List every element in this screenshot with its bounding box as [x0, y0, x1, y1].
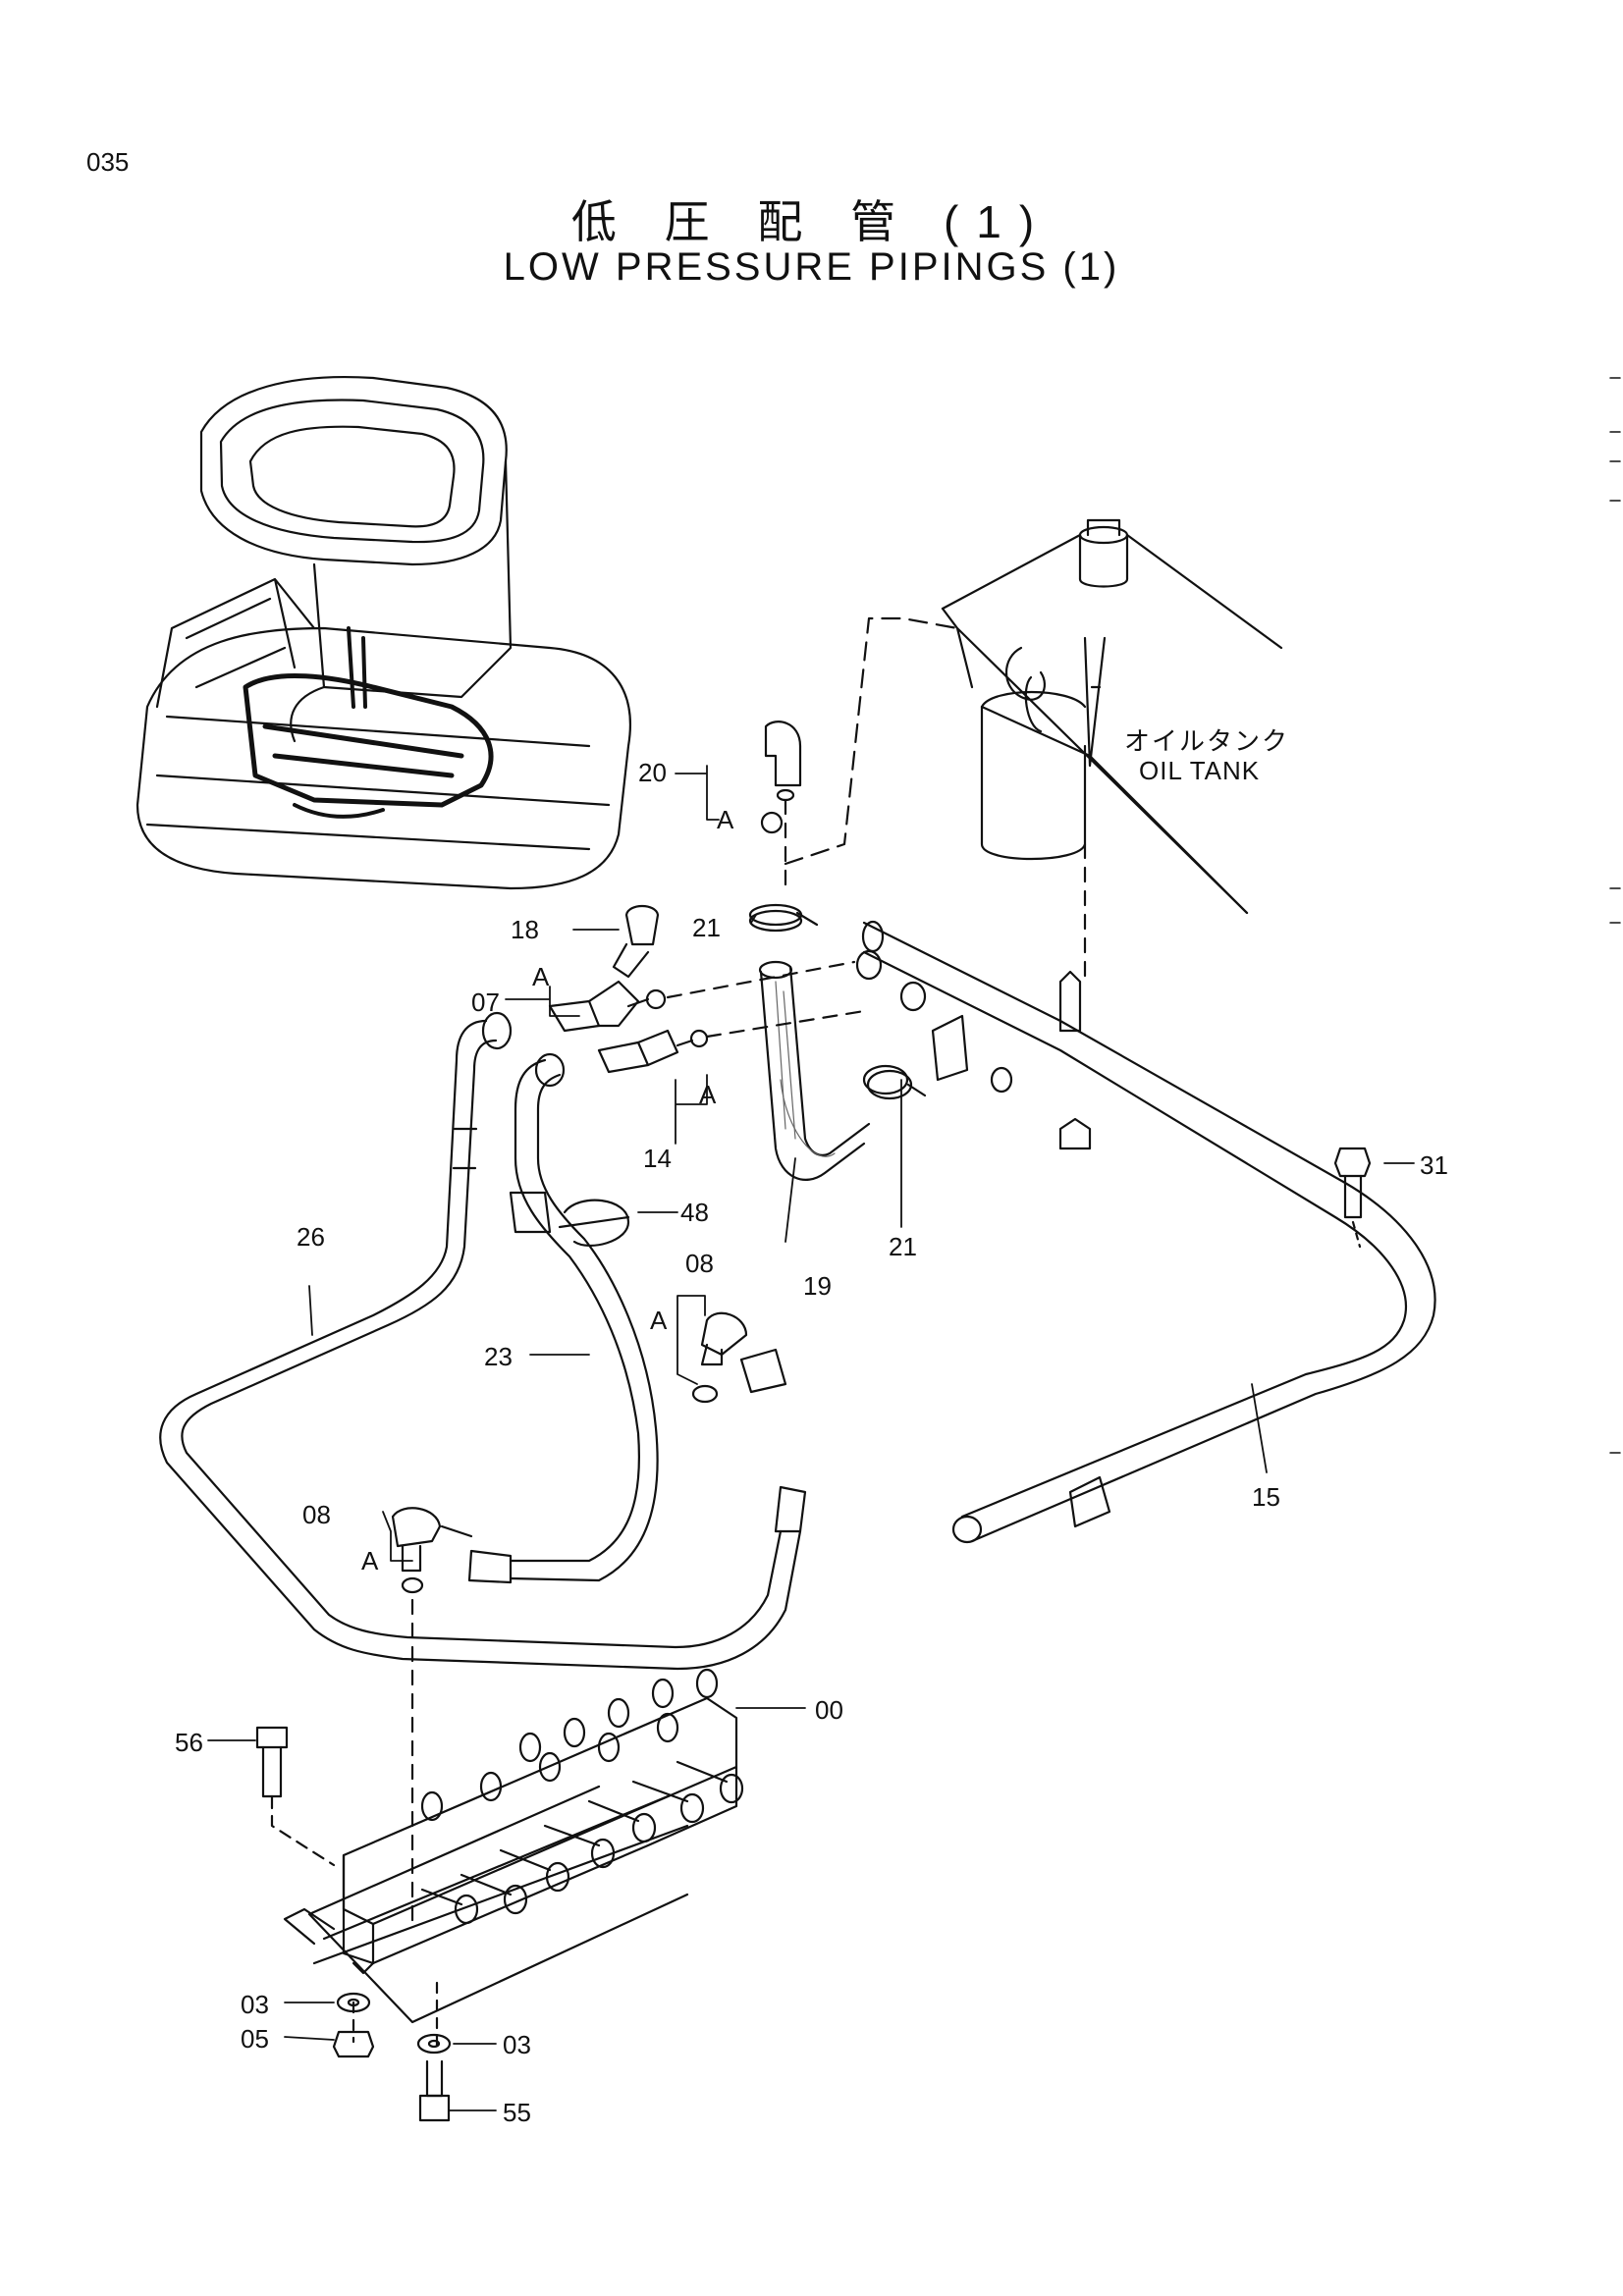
bolt-56	[257, 1728, 334, 1865]
part-number-label: 23	[484, 1342, 513, 1371]
bolt-31	[1335, 1148, 1370, 1247]
excavator-overview	[137, 377, 630, 888]
tee-fitting-07	[550, 962, 854, 1031]
part-number-label: 00	[815, 1695, 843, 1725]
part-number-label: 55	[503, 2098, 531, 2127]
ref-marker-a: A	[532, 962, 550, 991]
clamp-48	[560, 1201, 628, 1246]
oil-tank-label-japanese: オイルタンク	[1124, 726, 1290, 756]
part-number-label: 08	[685, 1249, 714, 1278]
part-number-label: 18	[511, 915, 539, 944]
hose-clamp-21-upper	[750, 905, 817, 931]
part-number-label: 21	[692, 913, 721, 942]
bolt-55	[420, 2061, 449, 2120]
ref-marker-a: A	[717, 805, 734, 834]
tee-fitting-14	[599, 1011, 864, 1072]
part-number-label: 19	[803, 1271, 832, 1301]
oil-tank	[943, 520, 1281, 982]
fitting-18	[614, 906, 658, 977]
page-title-english: LOW PRESSURE PIPINGS (1)	[503, 245, 1120, 289]
part-number-label: 26	[297, 1222, 325, 1252]
elbow-fitting-20	[762, 721, 800, 888]
page-number: 035	[86, 147, 130, 177]
part-number-label: 56	[175, 1728, 203, 1757]
hose-26	[160, 1013, 805, 1669]
elbow-fitting-08-upper	[693, 1313, 785, 1402]
nut-05	[334, 2032, 373, 2056]
ref-marker-a: A	[361, 1546, 379, 1575]
part-number-label: 21	[889, 1232, 917, 1261]
part-number-label: 14	[643, 1144, 672, 1173]
ref-marker-a: A	[699, 1080, 717, 1109]
part-number-label: 03	[241, 1990, 269, 2019]
page-edge-marks	[1610, 378, 1620, 1453]
elbow-fitting-08-lower	[393, 1508, 471, 1924]
return-pipe-15	[857, 922, 1435, 1542]
part-number-label: 07	[471, 988, 500, 1017]
dashed-leader-oil-tank	[785, 618, 957, 864]
part-number-label: 20	[638, 758, 667, 787]
part-number-label: 15	[1252, 1482, 1280, 1512]
hose-clamp-21-lower	[864, 1066, 925, 1098]
part-number-label: 03	[503, 2030, 531, 2059]
ref-marker-a: A	[650, 1306, 668, 1335]
part-number-label: 08	[302, 1500, 331, 1529]
hose-23	[469, 1054, 658, 1582]
washer-03-right	[418, 2035, 450, 2053]
oil-tank-label-english: OIL TANK	[1139, 756, 1261, 785]
spool-row	[422, 1670, 742, 1923]
part-number-label: 31	[1420, 1150, 1448, 1180]
part-number-label: 05	[241, 2024, 269, 2054]
control-valve-00	[285, 1670, 742, 2052]
suction-hose-19	[760, 962, 869, 1180]
washer-03-left	[338, 1994, 369, 2011]
leader-lines	[208, 766, 1414, 2110]
part-number-label: 48	[680, 1198, 709, 1227]
page-title-japanese: 低 圧 配 管 (1)	[570, 196, 1053, 247]
